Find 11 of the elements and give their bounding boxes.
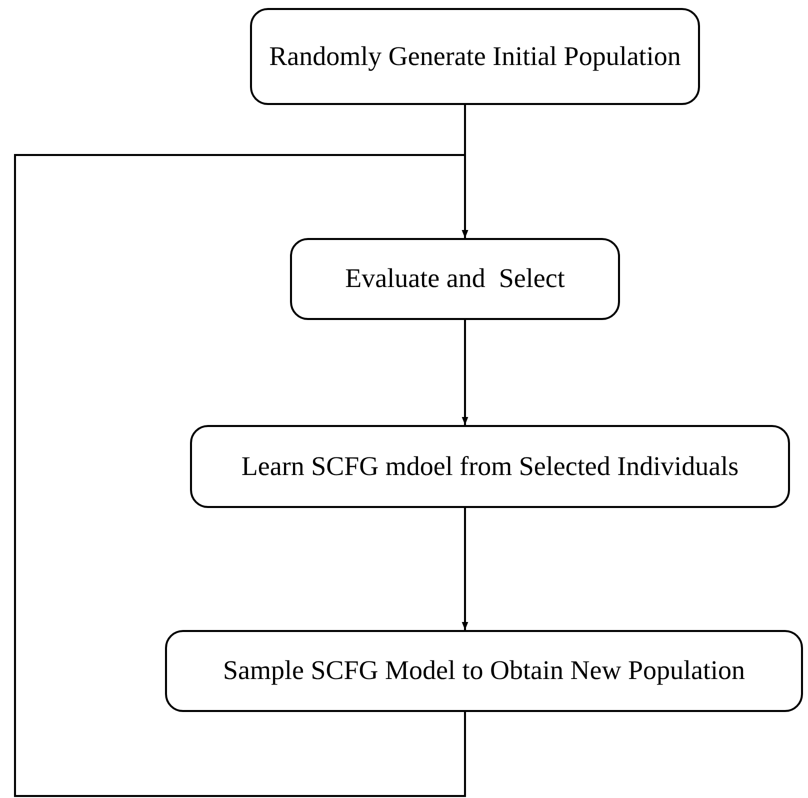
arrow [14,154,468,797]
process-box [190,425,790,508]
box-label: Evaluate and Select [345,262,565,296]
process-box [290,238,620,320]
box-label: Randomly Generate Initial Population [269,40,681,73]
box-label: Sample SCFG Model to Obtain New Population [223,654,745,688]
box-label: Learn SCFG mdoel from Selected Individuals [241,450,739,483]
process-box [165,630,803,712]
arrow [462,320,468,425]
arrow [462,508,468,630]
process-box [250,8,700,105]
